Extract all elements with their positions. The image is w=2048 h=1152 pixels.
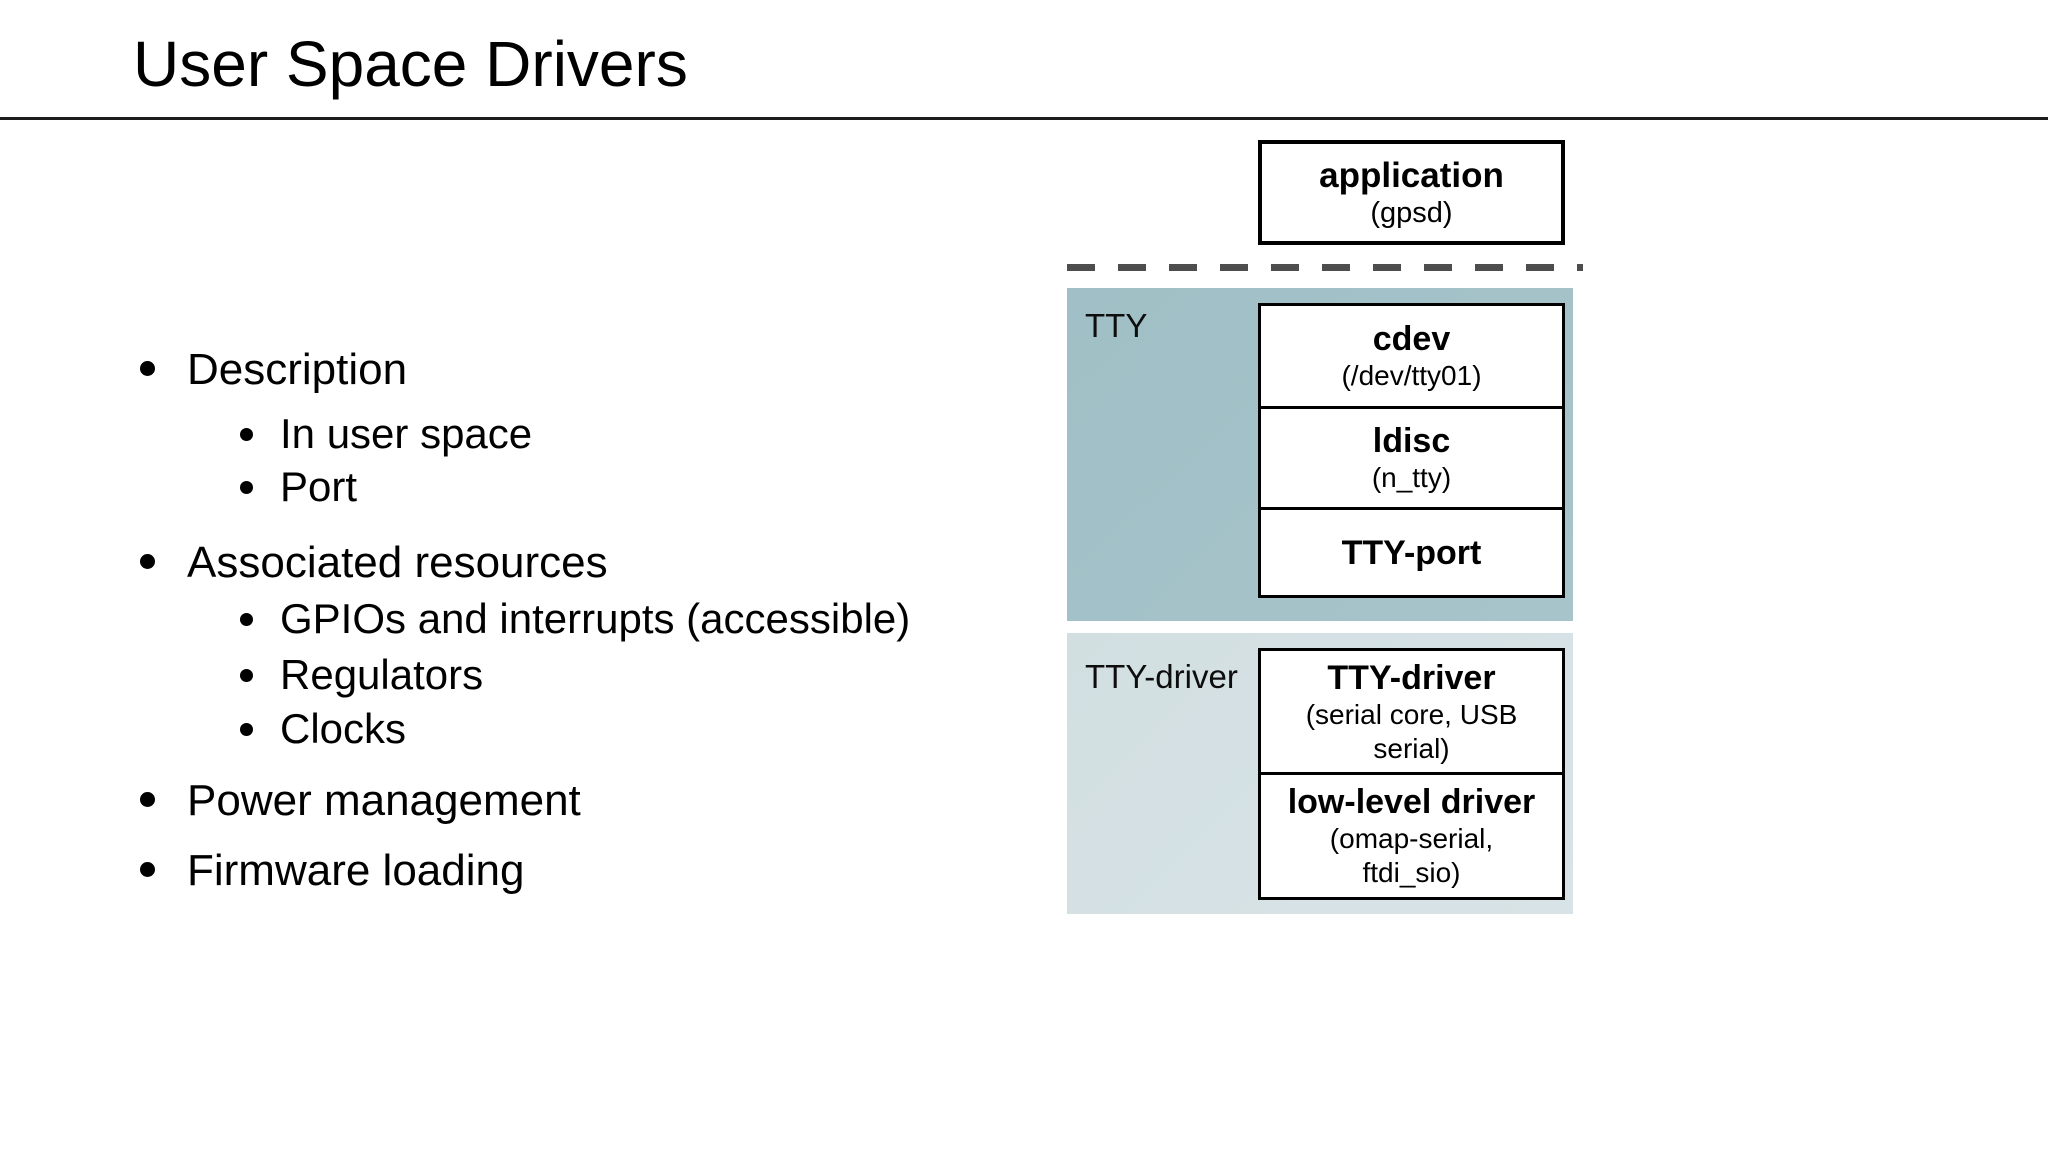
list-item: Clocks xyxy=(240,706,406,752)
list-item-label: Power management xyxy=(187,776,581,825)
page-title: User Space Drivers xyxy=(133,28,688,100)
low-level-driver-box-title: low-level driver xyxy=(1287,783,1536,821)
list-item: In user space xyxy=(240,411,532,457)
application-box-title: application xyxy=(1319,155,1504,195)
list-item: GPIOs and interrupts (accessible) xyxy=(240,596,910,642)
user-kernel-boundary-dashed-line xyxy=(1067,264,1583,271)
cdev-box-title: cdev xyxy=(1372,320,1451,358)
list-item: Firmware loading xyxy=(140,847,524,895)
bullet-icon xyxy=(240,723,253,736)
bullet-icon xyxy=(140,862,155,877)
cdev-box: cdev (/dev/tty01) xyxy=(1261,306,1562,406)
low-level-driver-box-subtitle: (omap-serial, ftdi_sio) xyxy=(1329,823,1494,888)
application-box: application (gpsd) xyxy=(1258,140,1565,245)
tty-driver-box: TTY-driver (serial core, USB serial) xyxy=(1261,651,1562,772)
list-item: Power management xyxy=(140,777,581,825)
list-item-label: Port xyxy=(280,463,358,510)
tty-driver-section: TTY-driver TTY-driver (serial core, USB … xyxy=(1067,633,1573,914)
ldisc-box-title: ldisc xyxy=(1372,422,1451,460)
tty-section-label: TTY xyxy=(1085,307,1148,344)
list-item: Regulators xyxy=(240,652,483,698)
list-item-label: Clocks xyxy=(280,705,407,752)
ldisc-box-subtitle: (n_tty) xyxy=(1371,462,1452,493)
list-item-label: In user space xyxy=(280,410,533,457)
tty-section-stack: cdev (/dev/tty01) ldisc (n_tty) TTY-port xyxy=(1258,303,1565,598)
list-item: Port xyxy=(240,464,357,510)
list-item-label: Regulators xyxy=(280,651,484,698)
bullet-icon xyxy=(240,481,253,494)
list-item-label: GPIOs and interrupts (accessible) xyxy=(280,595,911,642)
bullet-icon xyxy=(240,669,253,682)
list-item-label: Firmware loading xyxy=(187,846,525,895)
list-item-label: Description xyxy=(187,345,408,394)
tty-driver-section-stack: TTY-driver (serial core, USB serial) low… xyxy=(1258,648,1565,900)
application-box-subtitle: (gpsd) xyxy=(1370,196,1453,229)
tty-section: TTY cdev (/dev/tty01) ldisc (n_tty) TTY-… xyxy=(1067,288,1573,621)
tty-driver-box-title: TTY-driver xyxy=(1327,658,1496,697)
cdev-box-subtitle: (/dev/tty01) xyxy=(1341,360,1482,391)
tty-port-box-title: TTY-port xyxy=(1341,533,1482,572)
title-divider xyxy=(0,117,2048,120)
tty-port-box: TTY-port xyxy=(1261,507,1562,595)
bullet-icon xyxy=(140,361,155,376)
tty-driver-box-subtitle: (serial core, USB serial) xyxy=(1305,698,1518,764)
bullet-icon xyxy=(140,792,155,807)
bullet-icon xyxy=(240,428,253,441)
list-item: Associated resources xyxy=(140,539,608,587)
tty-driver-section-label: TTY-driver xyxy=(1085,658,1238,695)
ldisc-box: ldisc (n_tty) xyxy=(1261,406,1562,507)
bullet-icon xyxy=(140,554,155,569)
bullet-icon xyxy=(240,613,253,626)
list-item: Description xyxy=(140,346,407,394)
list-item-label: Associated resources xyxy=(187,538,608,587)
low-level-driver-box: low-level driver (omap-serial, ftdi_sio) xyxy=(1261,772,1562,897)
